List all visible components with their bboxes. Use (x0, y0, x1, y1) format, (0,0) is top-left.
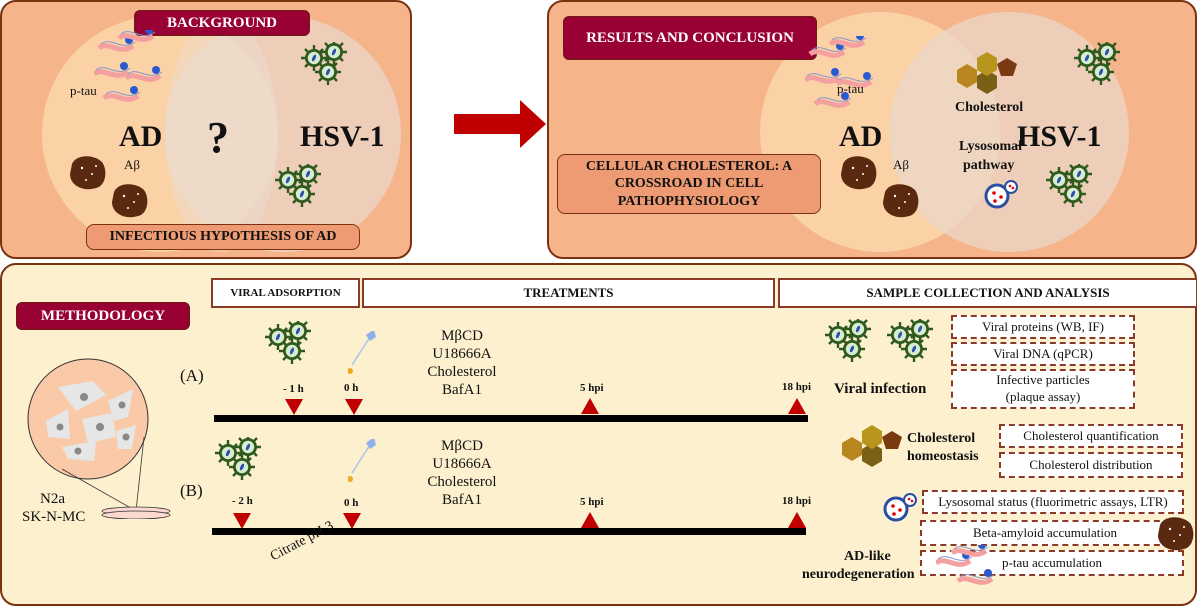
overlap-region (165, 16, 278, 252)
virus-icon (824, 319, 886, 374)
phase-treatments: TREATMENTS (362, 278, 775, 308)
analysis-item-line: Infective particles (996, 372, 1090, 388)
time-label: 0 h (344, 382, 359, 394)
virus-icon (214, 437, 276, 492)
virus-icon (1073, 42, 1135, 97)
methodology-tag: METHODOLOGY (16, 302, 190, 330)
virus-icon (1045, 164, 1107, 219)
ptau-label: p-tau (837, 81, 864, 96)
amyloid-icon (841, 156, 919, 218)
cell-line-sknmc: SK-N-MC (22, 509, 86, 525)
drug-list: MβCD U18666A Cholesterol BafA1 (422, 437, 502, 509)
cell-culture-icon (27, 358, 171, 519)
time-label: 0 h (344, 497, 359, 509)
drug: Cholesterol (427, 474, 497, 490)
time-label: 5 hpi (580, 382, 604, 394)
timepoint-marker (581, 512, 599, 528)
drug: U18666A (432, 456, 492, 472)
abeta-label: Aβ (893, 157, 910, 172)
protocol-b-label: (B) (180, 481, 203, 500)
hypothesis-tag: INFECTIOUS HYPOTHESIS OF AD (86, 224, 360, 250)
analysis-item: Cholesterol distribution (999, 452, 1183, 478)
protocol-a-label: (A) (180, 366, 204, 385)
viral-infection-title: Viral infection (834, 381, 927, 397)
analysis-item: Beta-amyloid accumulation (920, 520, 1170, 546)
timepoint-marker (788, 512, 806, 528)
conclusion-tag: CELLULAR CHOLESTEROL: A CROSSROAD IN CEL… (557, 154, 821, 214)
question-mark: ? (207, 113, 229, 162)
ptau-icon (94, 30, 164, 115)
analysis-item: Cholesterol quantification (999, 424, 1183, 448)
cell-line-n2a: N2a (40, 491, 65, 507)
cholesterol-icon (957, 52, 1017, 94)
pathway-label: pathway (963, 158, 1015, 173)
lysosome-icon (984, 179, 1019, 209)
virus-icon (274, 164, 336, 219)
hsv1-label: HSV-1 (1017, 120, 1102, 153)
time-label: - 2 h (232, 495, 253, 507)
ptau-label: p-tau (70, 83, 97, 98)
timeline-b (212, 528, 806, 535)
lysosomal-label: Lysosomal (959, 139, 1023, 154)
cholesterol-label: Cholesterol (955, 100, 1024, 115)
ad-like-title: neurodegeneration (802, 567, 915, 582)
cholesterol-icon (842, 425, 902, 467)
amyloid-icon (70, 156, 148, 218)
citrate-note: Citrate pH 3 (268, 518, 337, 565)
virus-icon (886, 319, 948, 374)
analysis-item: Viral proteins (WB, IF) (951, 315, 1135, 339)
virus-icon (264, 321, 326, 376)
ad-label: AD (839, 120, 883, 153)
amyloid-icon (1158, 517, 1194, 551)
arrow-right-icon (454, 100, 546, 148)
time-label: 18 hpi (782, 381, 812, 393)
analysis-item: Infective particles (plaque assay) (951, 369, 1135, 409)
timepoint-marker (285, 399, 303, 415)
timeline-a (214, 415, 808, 422)
drug-list: MβCD U18666A Cholesterol BafA1 (422, 327, 502, 399)
ptau-icon (936, 545, 996, 605)
pipette-icon (348, 331, 377, 375)
drug: Cholesterol (427, 364, 497, 380)
time-label: 18 hpi (782, 495, 812, 507)
ad-label: AD (119, 120, 163, 153)
timepoint-marker (233, 513, 251, 529)
pipette-icon (348, 439, 377, 483)
results-panel: RESULTS AND CONCLUSION CELLULAR CHOLESTE… (547, 0, 1197, 259)
ptau-icon (805, 36, 875, 121)
timepoint-marker (345, 399, 363, 415)
background-panel: BACKGROUND p-tau AD ? HSV-1 Aβ INFECTIOU… (0, 0, 412, 259)
cholesterol-homeostasis-title: homeostasis (907, 449, 979, 464)
drug: BafA1 (442, 492, 482, 508)
methodology-panel: METHODOLOGY VIRAL ADSORPTION TREATMENTS … (0, 263, 1197, 606)
drug: BafA1 (442, 382, 482, 398)
analysis-item: Lysosomal status (fluorimetric assays, L… (922, 490, 1184, 514)
background-tag: BACKGROUND (134, 10, 310, 36)
hsv1-label: HSV-1 (300, 120, 385, 153)
phase-sample-collection: SAMPLE COLLECTION AND ANALYSIS (778, 278, 1197, 308)
virus-icon (300, 42, 362, 97)
abeta-label: Aβ (124, 157, 141, 172)
phase-viral-adsorption: VIRAL ADSORPTION (211, 278, 360, 308)
time-label: 5 hpi (580, 496, 604, 508)
hsv1-circle (165, 16, 401, 252)
time-label: - 1 h (283, 383, 304, 395)
analysis-item-line: (plaque assay) (1005, 389, 1081, 404)
cholesterol-homeostasis-title: Cholesterol (907, 431, 976, 446)
timepoint-marker (788, 398, 806, 414)
analysis-item: Viral DNA (qPCR) (951, 342, 1135, 366)
drug: MβCD (441, 438, 483, 454)
timepoint-marker (581, 398, 599, 414)
timepoint-marker (343, 513, 361, 529)
drug: U18666A (432, 346, 492, 362)
drug: MβCD (441, 328, 483, 344)
ad-like-title: AD-like (844, 549, 891, 564)
results-tag: RESULTS AND CONCLUSION (563, 16, 817, 60)
